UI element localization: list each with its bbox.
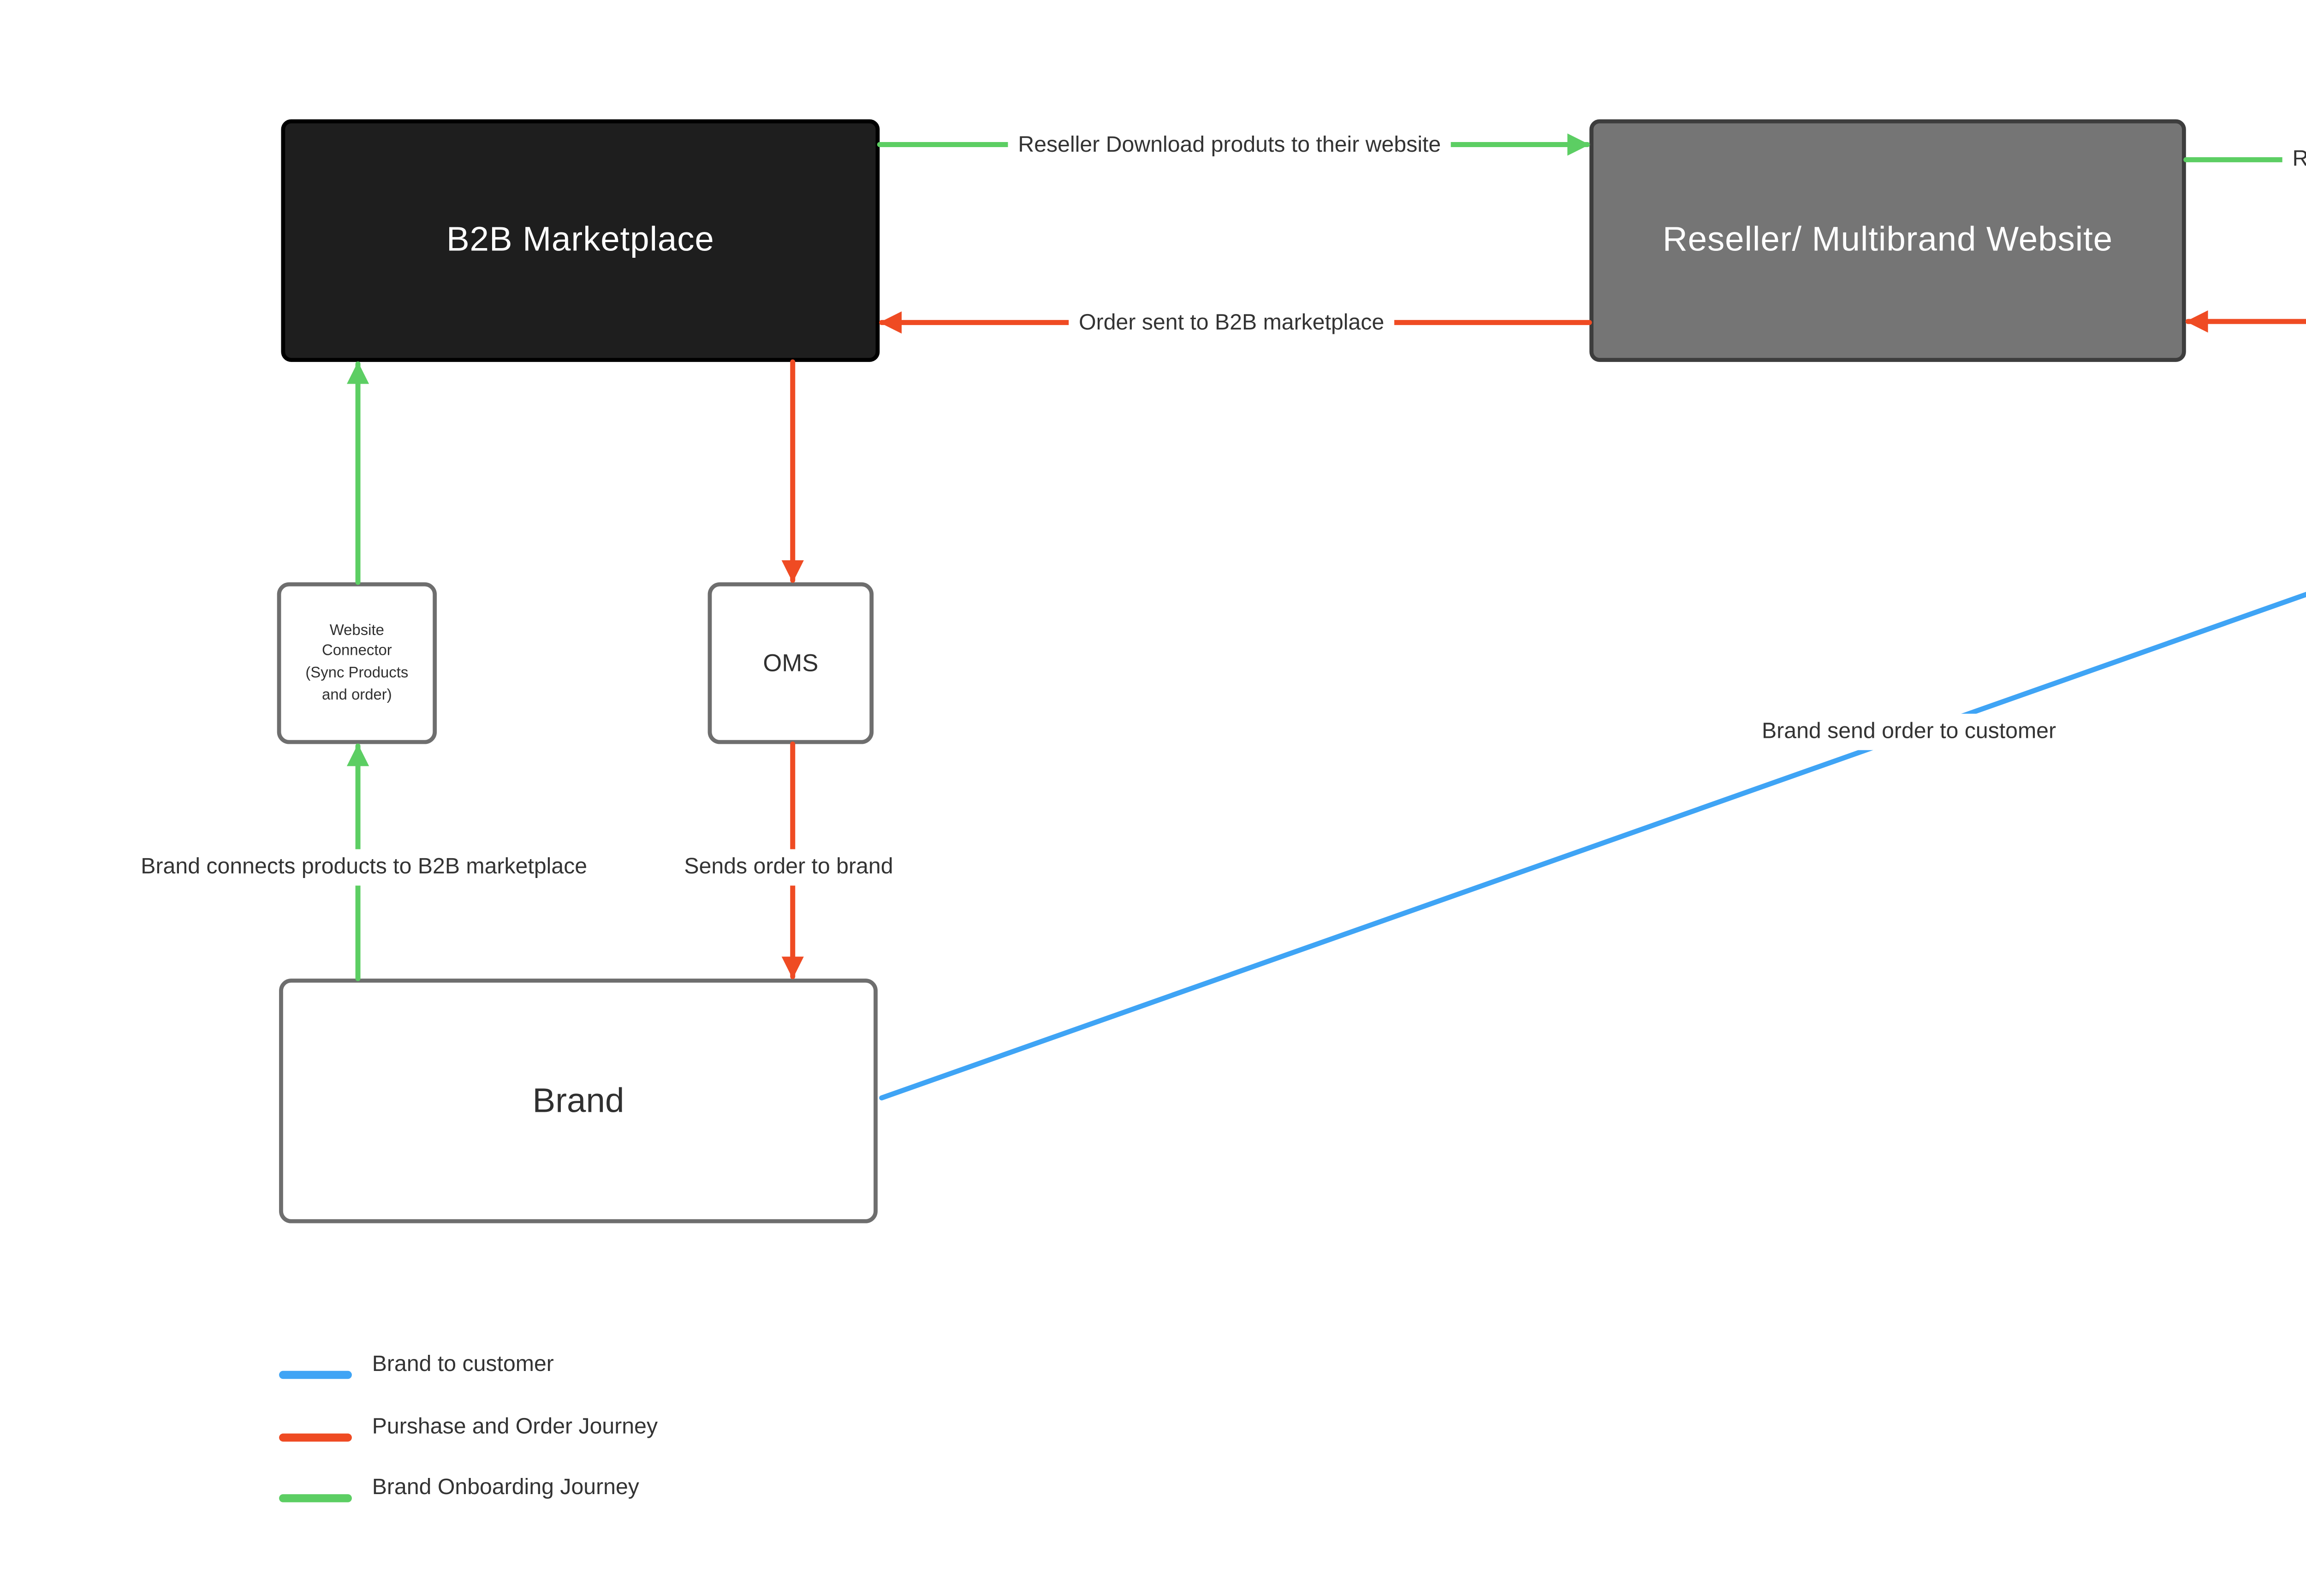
node-oms-label: OMS (763, 649, 819, 677)
legend-item-brand-to-customer: Brand to customer (279, 1349, 554, 1381)
wc-line-4: and order) (321, 685, 392, 703)
wc-line-1: Website (329, 620, 384, 638)
node-website-connector[interactable]: Website Connector (Sync Products and ord… (277, 582, 437, 744)
legend-label-purchase-order-journey[interactable]: Purshase and Order Journey (372, 1415, 658, 1440)
legend-item-purchase-order-journey: Purshase and Order Journey (279, 1411, 658, 1443)
node-brand-label: Brand (532, 1080, 624, 1119)
node-brand[interactable]: Brand (279, 979, 878, 1223)
legend-label-brand-onboarding-journey[interactable]: Brand Onboarding Journey (372, 1476, 639, 1501)
node-reseller-multibrand-website[interactable]: Reseller/ Multibrand Website (1589, 119, 2186, 362)
legend-label-brand-to-customer[interactable]: Brand to customer (372, 1353, 554, 1377)
legend-item-brand-onboarding-journey: Brand Onboarding Journey (279, 1472, 639, 1504)
edge-label-sends-order[interactable]: Sends order to brand (674, 849, 903, 886)
edge-brand-to-customer[interactable] (879, 376, 2306, 1101)
node-website-connector-label: Website Connector (Sync Products and ord… (305, 620, 408, 706)
edge-label-order-sent[interactable]: Order sent to B2B marketplace (1069, 304, 1395, 341)
legend-swatch-blue[interactable] (279, 1371, 352, 1379)
edge-label-brand-connects[interactable]: Brand connects products to B2B marketpla… (131, 849, 598, 886)
node-reseller-label: Reseller/ Multibrand Website (1662, 220, 2113, 259)
wc-line-2: Connector (321, 641, 392, 660)
wc-line-3: (Sync Products (305, 663, 409, 682)
node-b2b-marketplace[interactable]: B2B Marketplace (281, 119, 880, 362)
edge-label-reseller-advertises[interactable]: Reseller advertises products to end cust… (2282, 140, 2306, 177)
node-b2b-marketplace-label: B2B Marketplace (446, 220, 714, 259)
legend-swatch-red[interactable] (279, 1433, 352, 1442)
edge-label-reseller-download[interactable]: Reseller Download produts to their websi… (1008, 126, 1451, 163)
legend-swatch-green[interactable] (279, 1494, 352, 1502)
node-oms[interactable]: OMS (707, 582, 874, 744)
edge-label-brand-send-order[interactable]: Brand send order to customer (1752, 713, 2067, 750)
